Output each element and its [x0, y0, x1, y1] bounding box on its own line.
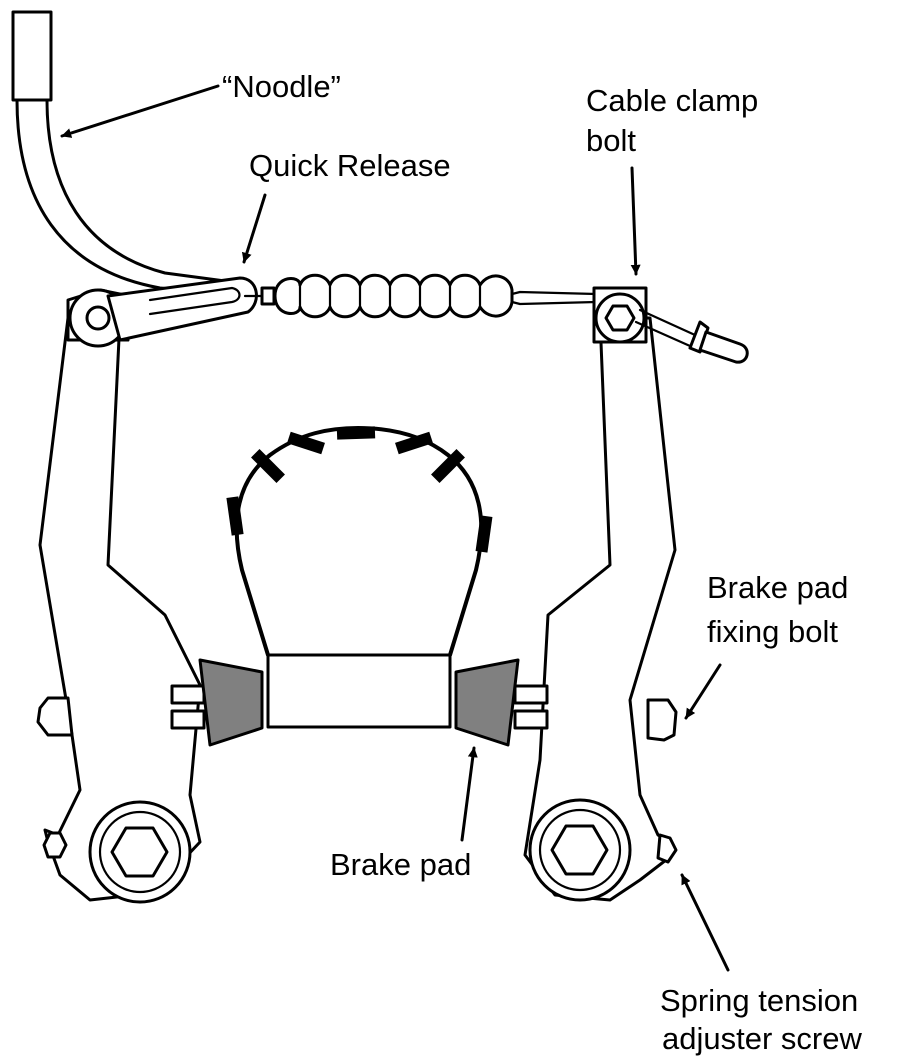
brake-pad-fixing-arrow: [684, 663, 722, 720]
tread-knob: [287, 431, 325, 455]
cable-clamp-bolt-hex: [604, 304, 636, 332]
left-spring-tension-screw: [42, 831, 68, 859]
left-brake-pad: [198, 658, 264, 747]
brake-pads: [198, 658, 520, 747]
noodle-label: “Noodle”: [222, 69, 341, 104]
right-spring-tension-screw: [656, 833, 678, 864]
tread-knob: [431, 449, 465, 483]
noodle: [11, 10, 227, 294]
tread-knob: [336, 426, 376, 440]
cable-clamp-label-line2: bolt: [586, 123, 636, 158]
tread-knob: [475, 515, 493, 553]
noodle-tube-inner: [45, 98, 227, 283]
brake-pad-arrow: [460, 746, 478, 842]
right-pad-stud-lower: [513, 709, 549, 730]
cable-assembly: [66, 273, 749, 364]
cable-tail: [634, 308, 697, 348]
left-pad-stud-lower: [170, 709, 206, 730]
brake-pad-label: Brake pad: [330, 847, 471, 882]
noodle-arrow: [60, 84, 220, 138]
right-pivot-bolt-ring: [538, 808, 622, 892]
quick-release-arrow: [241, 193, 267, 264]
callout-arrows: [60, 84, 730, 972]
left-linkage-pivot-inner: [85, 305, 111, 331]
cable-clamp-arrow: [630, 166, 641, 276]
right-brake-arm: [513, 316, 678, 902]
left-arm-body: [38, 316, 202, 902]
rubber-boot-bellows: [273, 273, 514, 319]
right-pivot-hex-bolt: [550, 824, 609, 876]
noodle-tube: [15, 98, 212, 294]
cable-ferrule: [260, 286, 276, 306]
noodle-cable-end: [11, 10, 53, 102]
left-pad-fixing-bolt: [36, 696, 74, 737]
brake-pad-fixing-label-line1: Brake pad: [707, 570, 848, 605]
brake-pad-fixing-label-line2: fixing bolt: [707, 614, 838, 649]
quick-release-label: Quick Release: [249, 148, 451, 183]
quick-release-slot: [148, 286, 241, 316]
tread-knob: [251, 449, 285, 483]
brake-cable: [510, 290, 598, 306]
cable-end-crimp: [688, 320, 710, 354]
tread-knob: [226, 496, 244, 536]
cable-clamp-label-line1: Cable clamp: [586, 83, 758, 118]
cable-end-cap: [698, 330, 749, 364]
spring-tension-label-line2: adjuster screw: [662, 1021, 862, 1056]
left-pivot-hex-bolt: [110, 826, 169, 878]
right-pad-stud-upper: [513, 684, 549, 705]
spring-tension-arrow: [680, 873, 730, 972]
left-pad-stud-upper: [170, 684, 206, 705]
tread-knob: [395, 431, 433, 455]
left-pivot-bolt-ring: [98, 810, 182, 894]
right-brake-pad: [454, 658, 520, 747]
right-pad-fixing-bolt: [646, 698, 678, 742]
rim: [266, 653, 452, 729]
left-brake-arm: [36, 316, 206, 904]
labels: “Noodle” Quick Release Cable clamp bolt …: [222, 69, 862, 1056]
spring-tension-label-line1: Spring tension: [660, 983, 858, 1018]
tire-and-rim: [226, 426, 493, 729]
